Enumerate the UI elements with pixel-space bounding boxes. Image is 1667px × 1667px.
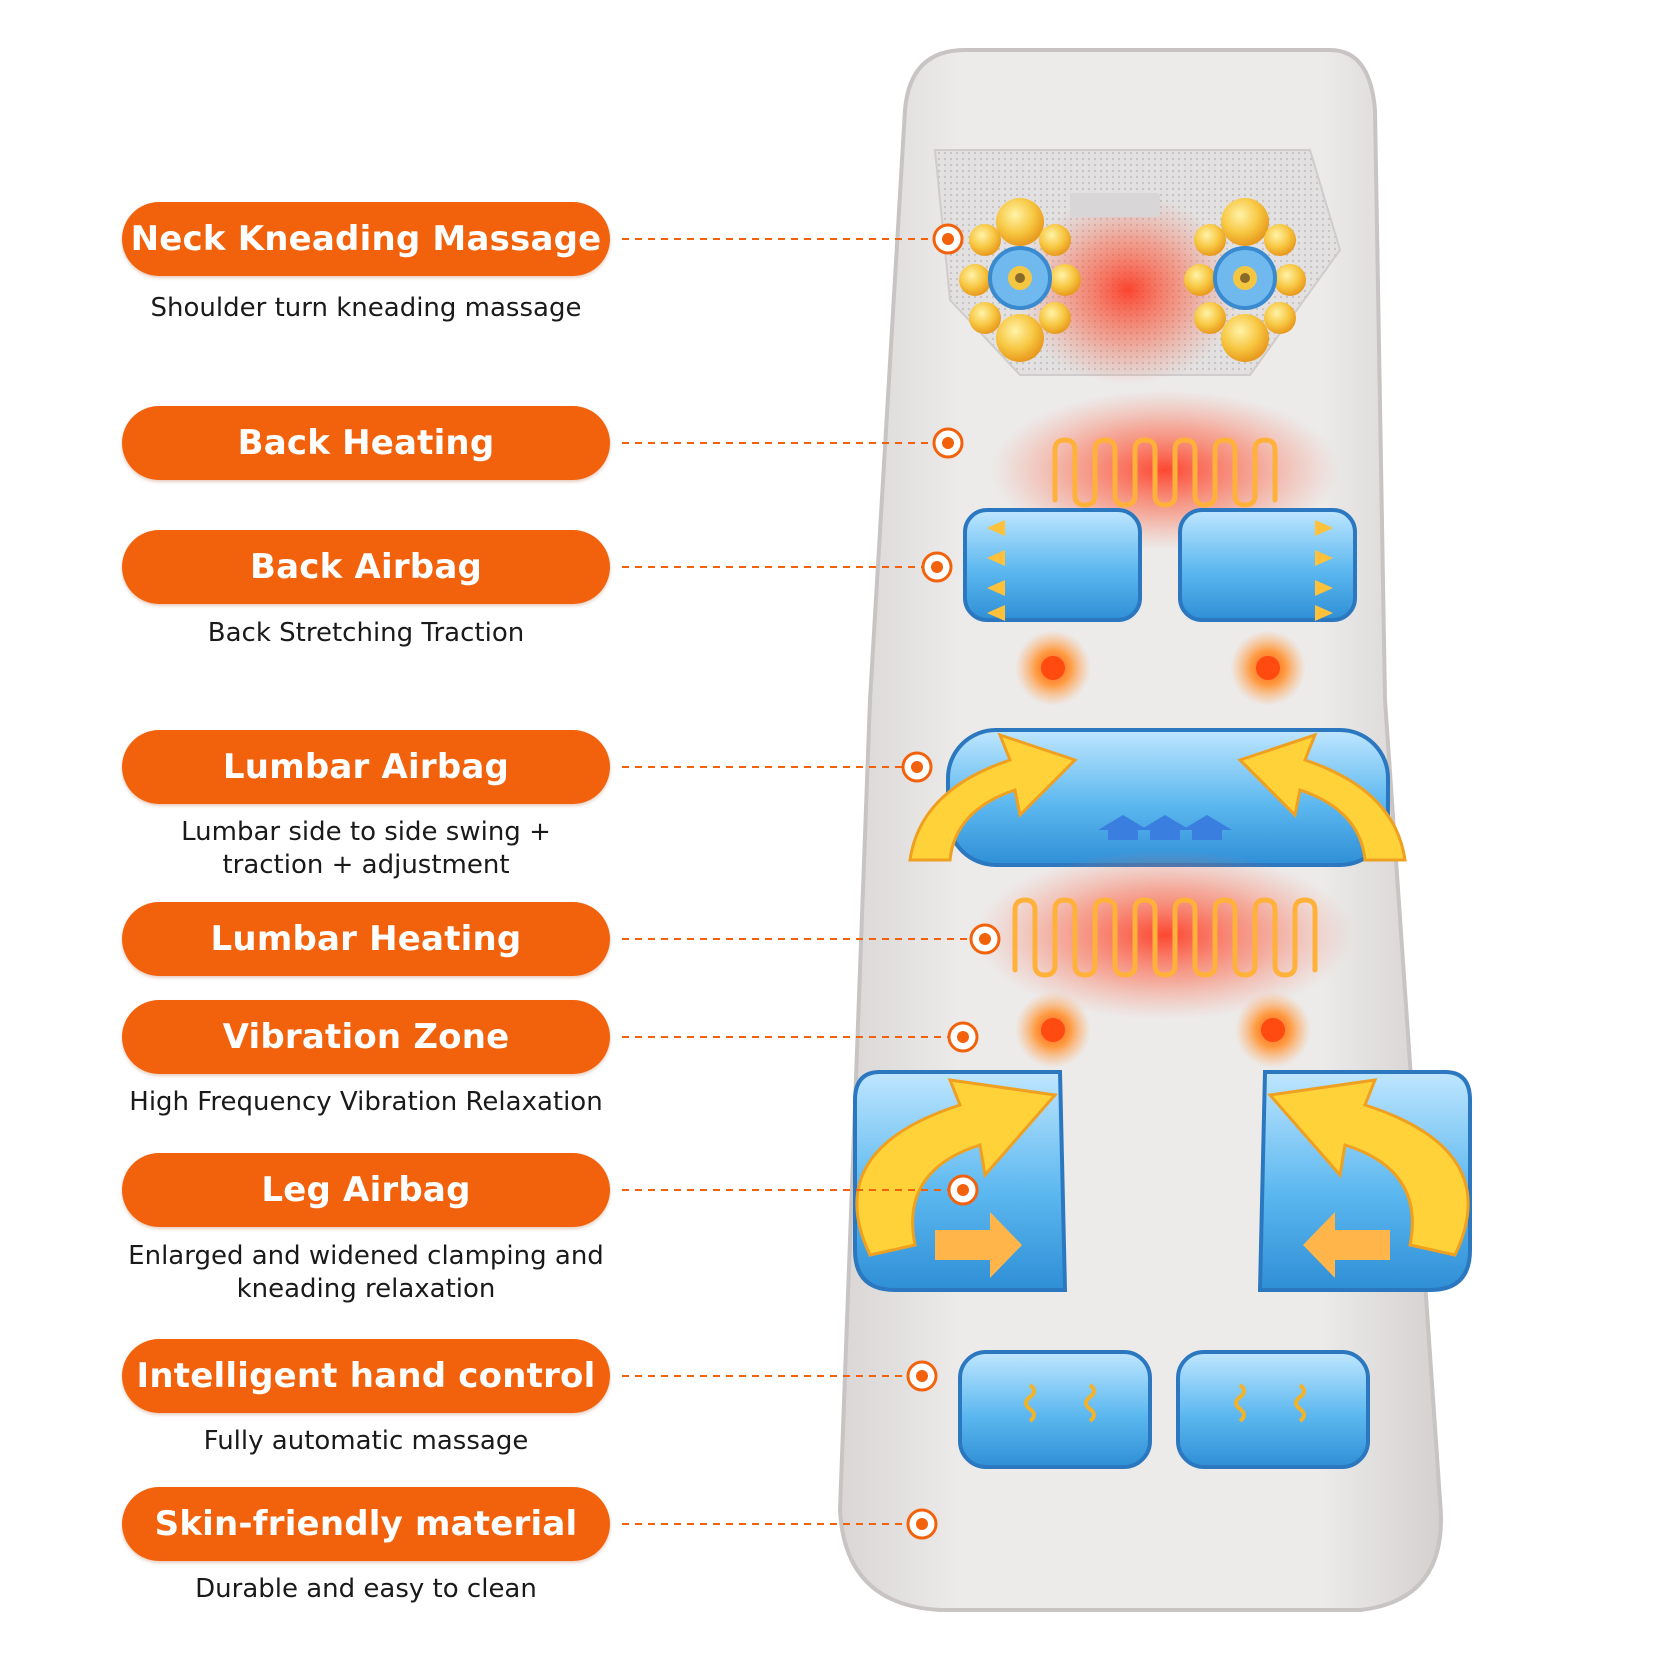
- sublabel-back-stretching-traction: Back Stretching Traction: [207, 618, 525, 648]
- control-pad-left: [958, 1350, 1152, 1469]
- target-dot-vibration: [957, 1031, 969, 1043]
- back-airbag-left: [963, 508, 1142, 622]
- target-dot-neck: [942, 233, 954, 245]
- target-dot-leg-airbag: [957, 1184, 969, 1196]
- kneading-head-left: [959, 198, 1081, 362]
- sublabel-shoulder-turn-kneading: Shoulder turn kneading massage: [150, 293, 582, 323]
- label-skin-friendly-material: Skin-friendly material: [122, 1487, 610, 1561]
- leg-swing-arrow-right: [1267, 1078, 1470, 1257]
- lumbar-heat-glow: [975, 850, 1355, 1020]
- lumbar-swing-arrow-left: [908, 732, 1078, 862]
- target-dot-material: [916, 1518, 928, 1530]
- sublabel-lumbar-swing: Lumbar side to side swing + traction + a…: [181, 817, 551, 880]
- label-lumbar-airbag: Lumbar Airbag: [122, 730, 610, 804]
- target-dot-back-heat: [942, 437, 954, 449]
- neck-heat-glow: [1018, 195, 1238, 385]
- leg-push-arrow-right: [1303, 1212, 1390, 1278]
- label-vibration-zone: Vibration Zone: [122, 1000, 610, 1074]
- label-lumbar-heating: Lumbar Heating: [122, 902, 610, 976]
- back-airbag-right: [1178, 508, 1357, 622]
- sublabel-fully-automatic-massage: Fully automatic massage: [203, 1426, 529, 1456]
- leg-push-arrow-left: [935, 1212, 1022, 1278]
- control-pad-wave-marks: [1024, 1383, 1306, 1423]
- target-dot-lumbar-airbag: [911, 761, 923, 773]
- label-back-airbag: Back Airbag: [122, 530, 610, 604]
- label-back-heating: Back Heating: [122, 406, 610, 480]
- target-dot-back-airbag: [931, 561, 943, 573]
- neck-label-plate: [1070, 193, 1160, 217]
- back-heating-coil: [1052, 437, 1278, 508]
- leg-swing-arrow-left: [855, 1078, 1058, 1257]
- control-pad-right: [1176, 1350, 1370, 1469]
- label-neck-kneading-massage: Neck Kneading Massage: [122, 202, 610, 276]
- sublabel-high-frequency-vibration: High Frequency Vibration Relaxation: [129, 1087, 603, 1117]
- label-intelligent-hand-control: Intelligent hand control: [122, 1339, 610, 1413]
- sublabel-durable-easy-clean: Durable and easy to clean: [195, 1574, 537, 1604]
- lumbar-heating-coil: [1012, 897, 1318, 978]
- target-dot-hand-control: [916, 1370, 928, 1382]
- back-airbag-arrows: [987, 520, 1333, 621]
- lumbar-swing-arrow-right: [1237, 732, 1407, 862]
- leader-lines: [622, 223, 1001, 1540]
- kneading-head-right: [1184, 198, 1306, 362]
- target-dot-lumbar-heat: [979, 933, 991, 945]
- sublabel-enlarged-clamping: Enlarged and widened clamping and kneadi…: [128, 1241, 604, 1304]
- label-leg-airbag: Leg Airbag: [122, 1153, 610, 1227]
- lumbar-up-arrows: [1098, 815, 1232, 840]
